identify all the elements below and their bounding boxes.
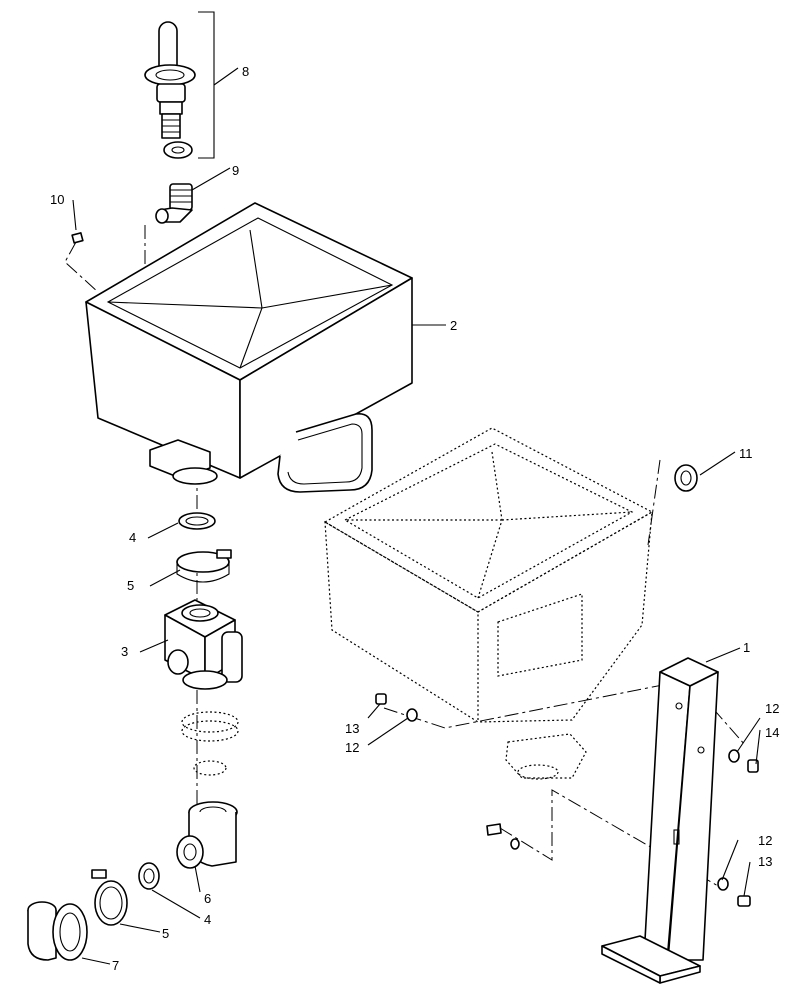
callout-10: 10 xyxy=(50,192,64,207)
callout-4-upper: 4 xyxy=(129,530,136,545)
callout-14: 14 xyxy=(765,725,779,740)
hardware-fasteners xyxy=(375,693,759,907)
part-grommet xyxy=(674,464,698,492)
callout-11: 11 xyxy=(739,446,753,461)
part-ghost-hopper xyxy=(323,427,654,780)
callout-13-left: 13 xyxy=(345,721,359,736)
callout-12-right-upper: 12 xyxy=(765,701,779,716)
callout-9: 9 xyxy=(232,163,239,178)
leader-lines xyxy=(72,67,761,965)
part-hose-clamp-lower xyxy=(91,869,128,926)
part-ring-upper xyxy=(178,512,216,530)
callout-6: 6 xyxy=(204,891,211,906)
callout-13-right: 13 xyxy=(758,854,772,869)
callout-12-right-lower: 12 xyxy=(758,833,772,848)
part-valve-body xyxy=(164,599,243,690)
part-hose-adapter xyxy=(27,901,88,961)
callout-12-left: 12 xyxy=(345,740,359,755)
part-ring-lower xyxy=(138,862,160,890)
part-stand-bracket xyxy=(601,657,719,984)
part-small-clip xyxy=(71,232,84,244)
callout-labels: 8 9 10 2 11 4 5 3 1 13 12 12 14 12 13 6 … xyxy=(50,64,779,973)
callout-3: 3 xyxy=(121,644,128,659)
callout-5-lower: 5 xyxy=(162,926,169,941)
part-elbow-fitting xyxy=(155,183,193,224)
callout-8: 8 xyxy=(242,64,249,79)
callout-5-upper: 5 xyxy=(127,578,134,593)
part-main-hopper xyxy=(85,202,413,493)
part-seals-dashed xyxy=(181,711,239,776)
part-elbow-outlet xyxy=(176,801,238,869)
part-fill-tube-assembly xyxy=(144,11,215,159)
callout-4-lower: 4 xyxy=(204,912,211,927)
part-hose-clamp-upper xyxy=(176,549,232,583)
callout-7: 7 xyxy=(112,958,119,973)
callout-1: 1 xyxy=(743,640,750,655)
callout-2: 2 xyxy=(450,318,457,333)
